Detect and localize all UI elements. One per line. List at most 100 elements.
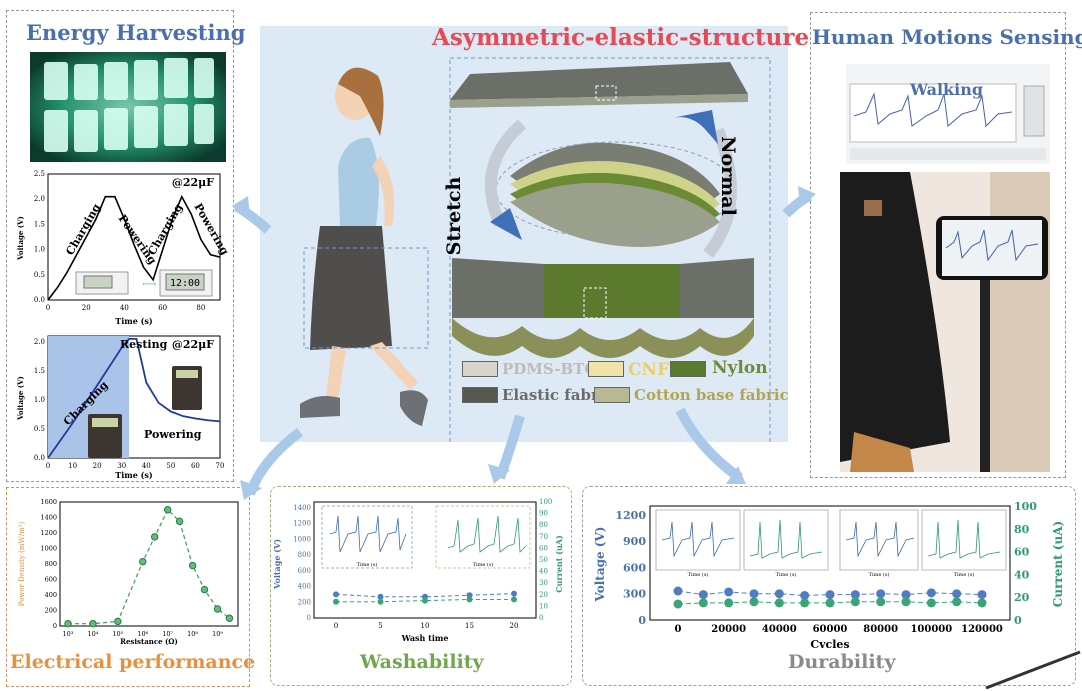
x-tick-label: 10⁹ — [212, 630, 223, 638]
x-tick-label: 10⁷ — [162, 630, 173, 638]
y2-tick-label: 100 — [1014, 500, 1037, 513]
current-inset: Time (s) — [435, 505, 531, 569]
y2-tick-label: 40 — [539, 568, 548, 576]
y-axis-label: Voltage (V) — [16, 376, 25, 421]
y-axis-label: Voltage (V) — [274, 539, 282, 590]
y-ticks: 0.00.51.01.52.02.5 — [34, 170, 45, 304]
data-point — [89, 619, 97, 628]
current-point — [698, 598, 708, 608]
cotton-label: Cotton base fabric — [634, 386, 789, 404]
nylon-label: Nylon — [712, 358, 768, 378]
y-tick-label: 1000 — [40, 545, 57, 553]
x-axis-label: Resistance (Ω) — [120, 637, 178, 646]
y-tick-label: 600 — [298, 567, 311, 575]
x-tick-label: 80 — [196, 304, 205, 312]
y-axis-label: Power Density (mW/m²) — [18, 521, 26, 606]
data-point — [188, 561, 197, 570]
y2-tick-label: 80 — [539, 521, 548, 529]
data-point — [163, 506, 172, 514]
durability-title: Durability — [788, 651, 896, 673]
walking-monitor-screenshot — [846, 64, 1050, 164]
data-point — [114, 617, 122, 626]
x-tick-label: 80000 — [863, 624, 898, 635]
y-tick-label: 0 — [307, 614, 311, 622]
walking-label: Walking — [910, 80, 984, 99]
x-tick-label: 10⁴ — [87, 630, 98, 638]
x-tick-label: 30 — [117, 462, 126, 470]
current-point — [901, 597, 911, 607]
y-tick-label: 1200 — [615, 509, 646, 522]
x-tick-label: 10⁵ — [112, 630, 123, 638]
structure-illustration: Stretch Normal — [300, 57, 771, 442]
x-tick-label: 120000 — [961, 624, 1003, 635]
voltage-point — [774, 589, 784, 599]
y2-tick-label: 60 — [1014, 546, 1030, 559]
y2-tick-label: 90 — [539, 510, 548, 518]
layer-stack — [495, 141, 737, 247]
current-point — [774, 598, 784, 608]
capacitance-label: @22μF — [172, 338, 214, 351]
y-tick-label: 1.0 — [34, 396, 45, 404]
data-points — [64, 506, 234, 628]
x-tick-label: 20 — [93, 462, 102, 470]
voltage-point — [850, 590, 860, 600]
y-tick-label: 0.0 — [34, 296, 45, 304]
cnf-swatch — [588, 361, 624, 377]
y-tick-label: 0.0 — [34, 454, 45, 462]
voltage-point — [724, 587, 734, 597]
voltage-point — [825, 590, 835, 600]
x-axis-label: Time (s) — [115, 316, 153, 326]
y-tick-label: 0.5 — [34, 271, 45, 279]
x-tick-label: 0 — [46, 462, 50, 470]
current-point — [724, 598, 734, 608]
voltage-point — [977, 590, 987, 600]
timer-devices: ⟷ 12:00 — [75, 269, 213, 297]
clock-display: 12:00 — [170, 278, 200, 289]
y-tick-label: 2.0 — [34, 338, 45, 346]
y2-axis-label: Current (uA) — [554, 535, 564, 593]
x-tick-label: 40 — [120, 304, 129, 312]
x-tick-label: 5 — [378, 622, 382, 630]
current-point — [977, 598, 987, 608]
x-tick-label: 20 — [82, 304, 91, 312]
voltage-point — [749, 589, 759, 599]
x-tick-label: 50 — [166, 462, 175, 470]
inset-x-label: Time (s) — [357, 561, 378, 568]
y-tick-label: 1400 — [40, 514, 57, 522]
y-tick-label: 1200 — [293, 520, 311, 528]
y-tick-label: 0.5 — [34, 425, 45, 433]
y-tick-label: 900 — [623, 535, 646, 548]
x-tick-label: 60000 — [813, 624, 848, 635]
x-tick-label: 10⁶ — [137, 630, 148, 638]
x-tick-label: 20 — [510, 622, 519, 630]
y2-tick-label: 60 — [539, 544, 548, 552]
y2-tick-label: 30 — [539, 579, 548, 587]
y-ticks: 0.00.51.01.52.0 — [34, 338, 45, 462]
data-point — [200, 585, 209, 594]
y2-tick-label: 10 — [539, 602, 548, 610]
y-tick-label: 1.5 — [34, 220, 45, 228]
data-point — [225, 614, 234, 622]
x-tick-label: 15 — [465, 622, 474, 630]
current-point — [422, 597, 428, 604]
x-tick-label: 10 — [68, 462, 77, 470]
data-points — [333, 590, 517, 605]
inset-x-label: Time (s) — [869, 571, 890, 578]
x-axis-label: Cycles — [810, 638, 849, 648]
y-axis-label: Voltage (V) — [16, 216, 25, 261]
voltage-line — [335, 593, 515, 598]
normal-label: Normal — [717, 136, 739, 216]
x-tick-label: 0 — [46, 304, 50, 312]
x-tick-label: 60 — [191, 462, 200, 470]
x-tick-label: 60 — [158, 304, 167, 312]
current-point — [749, 597, 759, 607]
x-axis-label: Time (s) — [115, 470, 153, 480]
